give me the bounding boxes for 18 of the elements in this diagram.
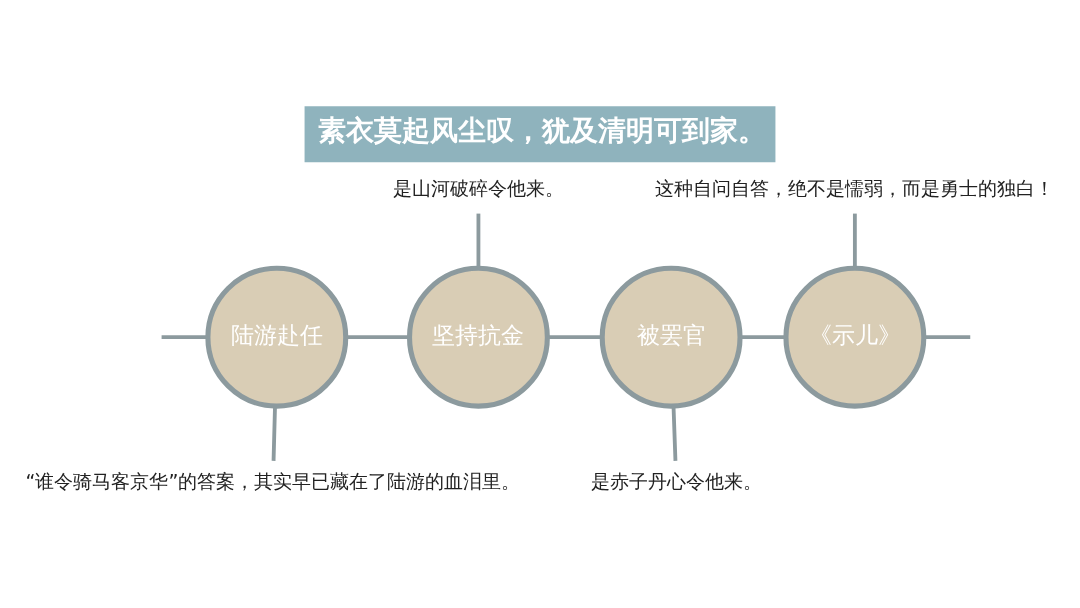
- connector: [852, 213, 857, 269]
- node-circle: 陆游赴任: [205, 265, 349, 409]
- connector: [740, 335, 786, 340]
- diagram-title: 素衣莫起风尘叹，犹及清明可到家。: [317, 114, 766, 148]
- connector: [923, 335, 971, 340]
- connector: [345, 335, 410, 340]
- connector: [547, 335, 603, 340]
- node-circle: 坚持抗金: [406, 265, 550, 409]
- node-text: “谁令骑马客京华”的答案，其实早已藏在了陆游的血泪里。: [25, 470, 521, 494]
- connector: [671, 406, 678, 461]
- connector: [271, 406, 277, 461]
- node-text: 这种自问自答，绝不是懦弱，而是勇士的独白！: [655, 176, 1055, 200]
- node-text: 是赤子丹心令他来。: [590, 470, 762, 494]
- connector: [476, 213, 481, 269]
- connector: [161, 335, 208, 340]
- node-text: 是山河破碎令他来。: [392, 176, 564, 200]
- node-circle: 被罢官: [599, 265, 743, 409]
- node-circle: 《示儿》: [783, 265, 927, 409]
